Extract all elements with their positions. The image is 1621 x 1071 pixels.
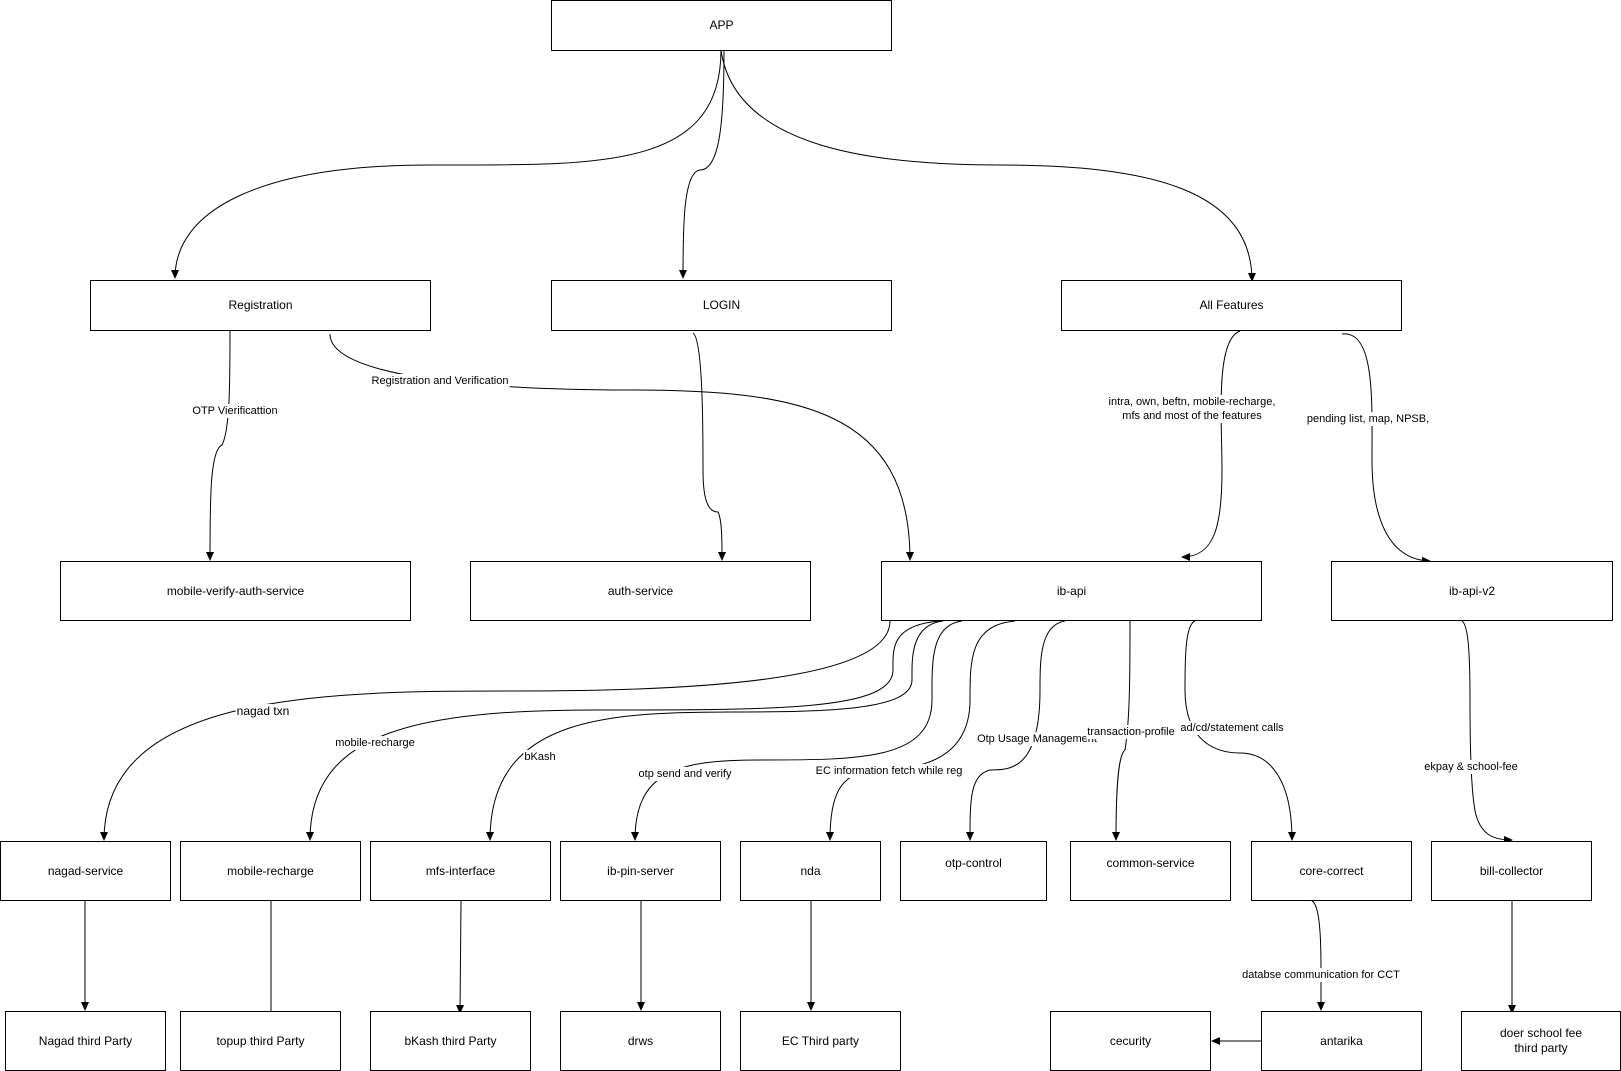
node-ib-api-v2[interactable]: ib-api-v2 <box>1331 561 1613 621</box>
edge-core-correct-antarika <box>1311 900 1325 1011</box>
node-drws-label: drws <box>627 1033 654 1048</box>
edge-label-ad-cd-statement: ad/cd/statement calls <box>1179 721 1285 735</box>
node-core-correct-label: core-correct <box>1299 863 1364 878</box>
node-mfs-interface-label: mfs-interface <box>425 863 496 878</box>
node-bill-collector[interactable]: bill-collector <box>1431 841 1592 901</box>
edge-all-features-ib-api-v2 <box>1341 333 1431 565</box>
node-doer-school-fee-label: doer school fee third party <box>1499 1026 1583 1055</box>
edge-ib-api-common-service <box>1112 620 1131 841</box>
node-bkash-third-party-label: bKash third Party <box>404 1033 497 1048</box>
edge-label-database-communication: databse communication for CCT <box>1241 968 1401 982</box>
node-drws[interactable]: drws <box>560 1011 721 1071</box>
node-login-label: LOGIN <box>702 298 741 312</box>
node-mobile-recharge-label: mobile-recharge <box>227 863 314 878</box>
node-antarika-label: antarika <box>1320 1033 1363 1048</box>
edge-label-nagad-txn: nagad txn <box>235 704 291 718</box>
node-core-correct[interactable]: core-correct <box>1251 841 1412 901</box>
node-antarika[interactable]: antarika <box>1261 1011 1422 1071</box>
edge-ib-api-mobile-recharge <box>306 620 941 841</box>
node-cecurity[interactable]: cecurity <box>1050 1011 1211 1071</box>
node-otp-control-label: otp-control <box>945 856 1002 870</box>
node-all-features[interactable]: All Features <box>1061 280 1402 331</box>
edge-ib-api-nagad <box>100 620 891 841</box>
node-ec-third-party[interactable]: EC Third party <box>740 1011 901 1071</box>
edge-label-ekpay: ekpay & school-fee <box>1423 760 1519 774</box>
node-ec-third-party-label: EC Third party <box>781 1033 860 1048</box>
node-nagad-service-label: nagad-service <box>47 863 124 878</box>
node-mobile-recharge[interactable]: mobile-recharge <box>180 841 361 901</box>
edge-registration-ib-api <box>329 333 914 561</box>
node-all-features-label: All Features <box>1199 298 1264 312</box>
edge-app-all-features <box>720 49 1256 282</box>
edge-login-auth-service <box>692 332 726 561</box>
node-app-label: APP <box>709 18 734 32</box>
node-nagad-third-party-label: Nagad third Party <box>38 1033 133 1048</box>
edge-mfs-bkash <box>456 900 465 1014</box>
edge-app-login <box>679 49 725 279</box>
edge-label-intra-own: intra, own, beftn, mobile-recharge, mfs … <box>1107 395 1277 423</box>
edge-label-registration-and-verification: Registration and Verification <box>370 374 510 388</box>
node-nda-label: nda <box>800 863 821 878</box>
node-mobile-verify-auth-service[interactable]: mobile-verify-auth-service <box>60 561 411 621</box>
node-bkash-third-party[interactable]: bKash third Party <box>370 1011 531 1071</box>
node-common-service[interactable]: common-service <box>1070 841 1231 901</box>
node-common-service-label: common-service <box>1106 856 1195 870</box>
edge-ib-api-otp-control <box>966 620 1066 841</box>
edge-label-transaction-profile: transaction-profile <box>1086 725 1176 739</box>
edge-all-features-ib-api <box>1181 330 1241 561</box>
node-mobile-verify-auth-service-label: mobile-verify-auth-service <box>166 583 305 598</box>
edge-label-pending-list: pending list, map, NPSB, <box>1305 412 1431 426</box>
edge-ib-api-nda <box>826 620 1016 841</box>
node-ib-api-v2-label: ib-api-v2 <box>1448 583 1496 598</box>
node-nda[interactable]: nda <box>740 841 881 901</box>
edge-label-otp-usage: Otp Usage Management <box>976 732 1098 746</box>
node-registration[interactable]: Registration <box>90 280 431 331</box>
edge-label-bkash: bKash <box>523 750 557 764</box>
node-mfs-interface[interactable]: mfs-interface <box>370 841 551 901</box>
edge-label-mobile-recharge: mobile-recharge <box>334 736 416 750</box>
node-auth-service[interactable]: auth-service <box>470 561 811 621</box>
node-app[interactable]: APP <box>551 0 892 51</box>
node-topup-third-party[interactable]: topup third Party <box>180 1011 341 1071</box>
edge-label-otp-verification: OTP Vierificattion <box>191 404 279 418</box>
node-otp-control[interactable]: otp-control <box>900 841 1047 901</box>
edge-app-registration <box>171 49 722 279</box>
node-ib-pin-server-label: ib-pin-server <box>607 863 674 878</box>
node-ib-pin-server[interactable]: ib-pin-server <box>560 841 721 901</box>
node-auth-service-label: auth-service <box>607 583 674 598</box>
node-ib-api-label: ib-api <box>1056 583 1087 598</box>
edge-ib-api-mfs <box>486 620 944 841</box>
edge-ib-api-v2-bill-collector <box>1461 620 1513 844</box>
node-doer-school-fee[interactable]: doer school fee third party <box>1461 1011 1621 1071</box>
edge-registration-mobile-verify <box>206 330 231 561</box>
node-bill-collector-label: bill-collector <box>1479 863 1544 878</box>
node-cecurity-label: cecurity <box>1109 1033 1152 1048</box>
node-ib-api[interactable]: ib-api <box>881 561 1262 621</box>
node-registration-label: Registration <box>228 298 293 312</box>
edge-label-otp-send-verify: otp send and verify <box>637 767 733 781</box>
node-login[interactable]: LOGIN <box>551 280 892 331</box>
node-nagad-third-party[interactable]: Nagad third Party <box>5 1011 166 1071</box>
node-topup-third-party-label: topup third Party <box>216 1033 305 1048</box>
edge-ib-api-core-correct <box>1184 620 1296 841</box>
node-nagad-service[interactable]: nagad-service <box>0 841 171 901</box>
edge-label-ec-information: EC information fetch while reg <box>814 764 964 778</box>
